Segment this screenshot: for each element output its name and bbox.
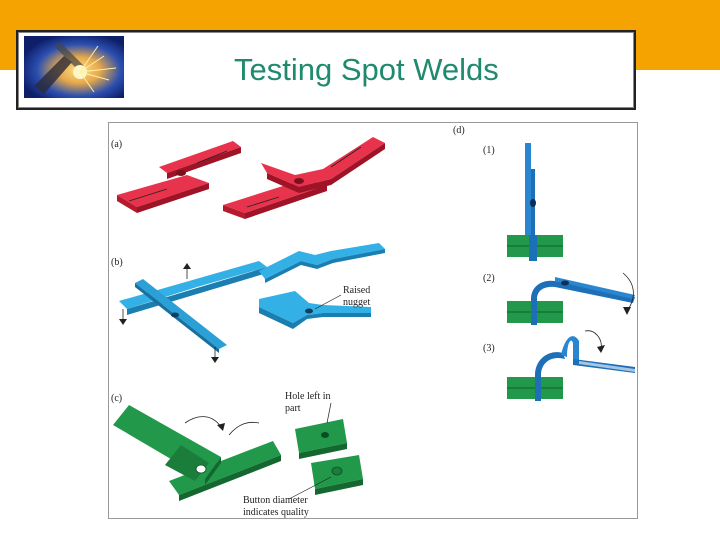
- panel-b-peel-specimen: [259, 243, 385, 329]
- panel-label-d: (d): [453, 125, 465, 136]
- panel-label-b: (b): [111, 257, 123, 268]
- panel-d2-bent-strip: [507, 272, 635, 325]
- panel-a-lap-shear-specimen-left: [117, 141, 241, 213]
- panel-c-bent-specimen: [113, 405, 281, 501]
- hole-left-label-line2: part: [285, 403, 301, 414]
- panel-label-c: (c): [111, 393, 122, 404]
- panel-b-cross-tension-specimen: [119, 261, 267, 363]
- raised-nugget-label-line2: nugget: [343, 297, 370, 308]
- panel-a-lap-shear-specimen-right: [223, 137, 385, 219]
- panel-d3-folded-strip: [507, 330, 635, 401]
- raised-nugget-label-line1: Raised: [343, 285, 370, 296]
- hole-left-label-line1: Hole left in: [285, 391, 331, 402]
- panel-label-a: (a): [111, 139, 122, 150]
- button-diameter-label-line1: Button diameter: [243, 495, 308, 506]
- panel-label-d3: (3): [483, 343, 495, 354]
- welding-logo-image: [24, 36, 124, 98]
- button-diameter-label-line2: indicates quality: [243, 507, 309, 518]
- page-title: Testing Spot Welds: [234, 52, 499, 87]
- panel-d1-straight-strip: [507, 143, 563, 261]
- panel-label-d2: (2): [483, 273, 495, 284]
- panel-label-d1: (1): [483, 145, 495, 156]
- spot-weld-test-figure: (a) (b) (c) (d) (1) (2) (3): [108, 122, 638, 519]
- panel-c-separated-parts: [288, 402, 363, 500]
